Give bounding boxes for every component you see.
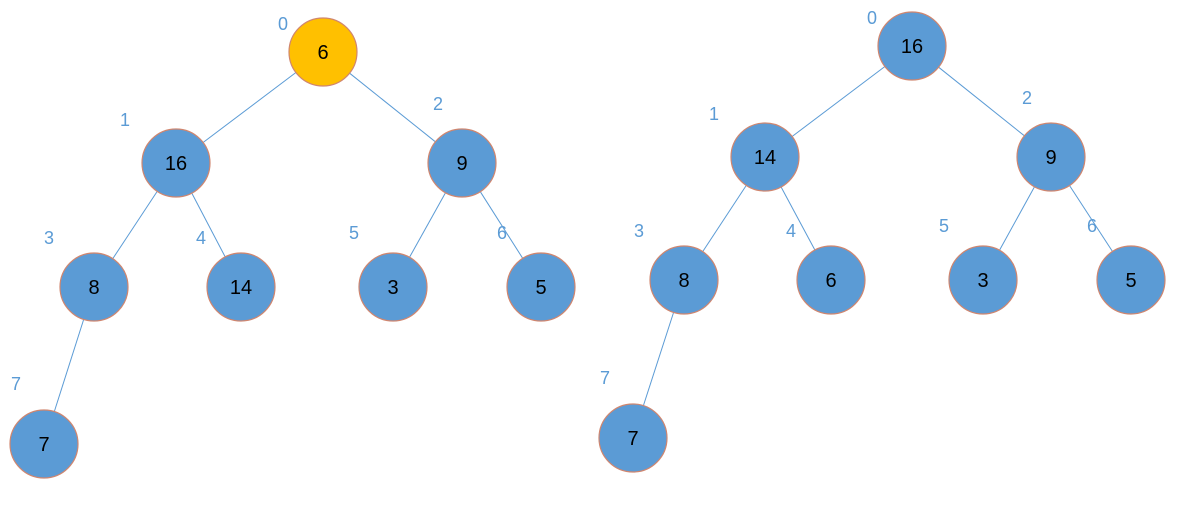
- node-value: 5: [535, 277, 546, 299]
- node-circle: [59, 252, 129, 322]
- node-circle: [598, 403, 668, 473]
- node-index-label: 2: [1022, 88, 1032, 108]
- node-index-label: 0: [867, 8, 877, 28]
- tree-edge: [202, 72, 297, 143]
- tree-edge: [112, 191, 158, 259]
- node-value: 16: [901, 36, 923, 58]
- node-circle: [730, 122, 800, 192]
- tree-edge: [479, 191, 524, 259]
- tree-edge: [1069, 185, 1113, 252]
- node-index-label: 4: [786, 221, 796, 241]
- node-value: 5: [1125, 270, 1136, 292]
- node-index-label: 5: [939, 216, 949, 236]
- node-value: 6: [317, 42, 328, 64]
- node-value: 3: [387, 277, 398, 299]
- node-circle: [358, 252, 428, 322]
- heap-node: 35: [349, 223, 428, 322]
- node-index-label: 1: [709, 104, 719, 124]
- heap-node: 77: [598, 368, 668, 473]
- heap-node: 83: [634, 221, 719, 315]
- tree-edge: [53, 319, 85, 412]
- heap-node: 83: [44, 228, 129, 322]
- tree-edge: [791, 66, 886, 137]
- heap-node: 92: [427, 94, 497, 198]
- heap-node: 14 4: [196, 228, 276, 322]
- heap-node: 56: [497, 223, 576, 322]
- node-circle: [1096, 245, 1166, 315]
- node-value: 9: [456, 153, 467, 175]
- node-circle-highlighted: [288, 17, 358, 87]
- node-circle: [649, 245, 719, 315]
- node-circle: [427, 128, 497, 198]
- node-index-label: 6: [1087, 216, 1097, 236]
- node-circle: [206, 252, 276, 322]
- heap-node: 60: [278, 14, 358, 87]
- node-circle: [1016, 122, 1086, 192]
- tree-edge: [409, 192, 446, 258]
- tree-edge: [999, 186, 1035, 251]
- heap-node: 16 1: [120, 110, 211, 198]
- heap-node: 64: [786, 221, 866, 315]
- node-circle: [9, 409, 79, 479]
- node-index-label: 2: [433, 94, 443, 114]
- heap-node: 35: [939, 216, 1018, 315]
- tree-edges: [642, 66, 1113, 406]
- node-value: 16: [165, 153, 187, 175]
- heap-node: 77: [9, 374, 79, 479]
- tree-edges: [53, 72, 524, 412]
- node-index-label: 1: [120, 110, 130, 130]
- node-index-label: 7: [600, 368, 610, 388]
- node-circle: [796, 245, 866, 315]
- tree-edge: [349, 72, 436, 143]
- node-circle: [948, 245, 1018, 315]
- node-index-label: 4: [196, 228, 206, 248]
- node-value: 14: [230, 277, 252, 299]
- node-index-label: 6: [497, 223, 507, 243]
- heap-node: 16 0: [867, 8, 947, 81]
- tree-edge: [191, 192, 226, 258]
- heap-node: 56: [1087, 216, 1166, 315]
- node-value: 8: [678, 270, 689, 292]
- node-value: 3: [977, 270, 988, 292]
- heap-node: 14 1: [709, 104, 800, 192]
- node-circle: [877, 11, 947, 81]
- node-value: 6: [825, 270, 836, 292]
- node-value: 14: [754, 147, 776, 169]
- node-value: 7: [627, 428, 638, 450]
- node-value: 8: [88, 277, 99, 299]
- tree-edge: [780, 186, 816, 251]
- node-value: 9: [1045, 147, 1056, 169]
- node-circle: [506, 252, 576, 322]
- node-index-label: 3: [44, 228, 54, 248]
- tree-edge: [702, 185, 747, 252]
- tree-edge: [642, 312, 675, 406]
- node-index-label: 5: [349, 223, 359, 243]
- tree-edge: [938, 66, 1025, 137]
- node-index-label: 0: [278, 14, 288, 34]
- node-index-label: 7: [11, 374, 21, 394]
- node-value: 7: [38, 434, 49, 456]
- heap-node: 92: [1016, 88, 1086, 192]
- node-circle: [141, 128, 211, 198]
- node-index-label: 3: [634, 221, 644, 241]
